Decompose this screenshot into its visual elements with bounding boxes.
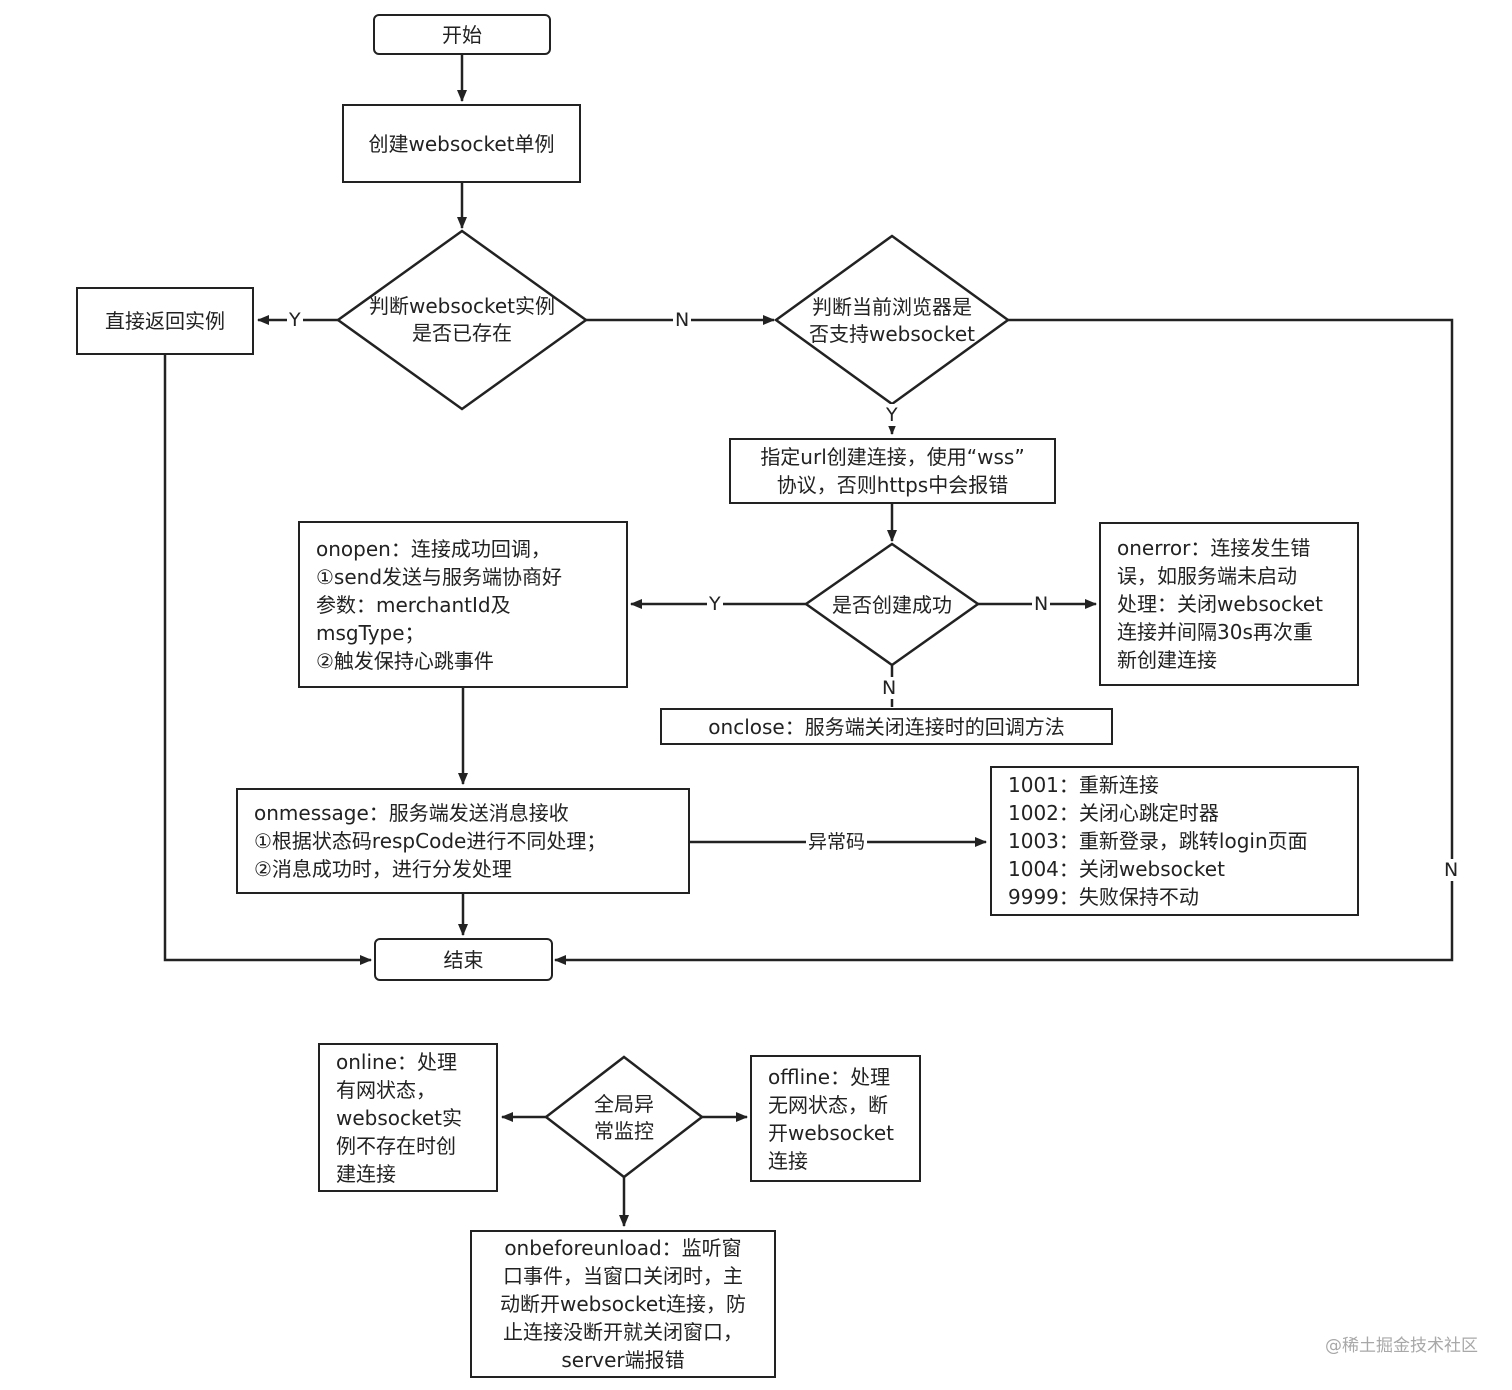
diamond-check-exists-label: 判断websocket实例 是否已存在 [368,294,556,345]
diamond-global-monitor [543,1055,705,1179]
node-start-label: 开始 [442,22,482,47]
node-return-instance-label: 直接返回实例 [105,309,225,333]
edge-label-success-close: N [880,677,899,699]
watermark: @稀土掘金技术社区 [1325,1336,1478,1356]
node-start: 开始 [373,14,551,55]
edge-label-error-code: 异常码 [806,831,868,853]
edge-label-exists-no: N [673,309,692,331]
node-online-label: online：处理 有网状态， websocket实 例不存在时创 建连接 [336,1049,463,1186]
edge-label-success-yes: Y [707,593,723,615]
node-onerror: onerror：连接发生错 误，如服务端未启动 处理：关闭websocket 连… [1099,522,1359,686]
node-create-singleton-label: 创建websocket单例 [368,131,555,156]
diamond-check-exists [335,229,589,411]
node-end: 结束 [374,938,553,981]
node-return-instance: 直接返回实例 [76,287,254,355]
node-create-singleton: 创建websocket单例 [342,104,581,183]
diamond-global-monitor-label: 全局异 常监控 [594,1092,654,1143]
node-end-label: 结束 [443,947,484,972]
diamond-check-success [803,542,981,667]
node-online: online：处理 有网状态， websocket实 例不存在时创 建连接 [318,1043,498,1192]
edge-label-support-no: N [1442,859,1461,881]
diamond-check-success-label: 是否创建成功 [832,592,952,617]
node-onbeforeunload-label: onbeforeunload：监听窗 口事件，当窗口关闭时，主 动断开webso… [499,1236,747,1372]
node-create-url-label: 指定url创建连接，使用“wss” 协议，否则https中会报错 [760,445,1025,497]
node-onbeforeunload: onbeforeunload：监听窗 口事件，当窗口关闭时，主 动断开webso… [470,1230,776,1378]
edge-support-no [554,318,1454,965]
node-onclose-label: onclose：服务端关闭连接时的回调方法 [708,714,1065,739]
diamond-check-support-label: 判断当前浏览器是 否支持websocket [808,295,976,346]
node-offline: offline：处理 无网状态，断 开websocket 连接 [750,1055,921,1182]
node-onopen-label: onopen：连接成功回调， ①send发送与服务端协商好 参数：merchan… [316,536,563,673]
node-onclose: onclose：服务端关闭连接时的回调方法 [660,708,1113,745]
node-onerror-label: onerror：连接发生错 误，如服务端未启动 处理：关闭websocket 连… [1117,536,1324,672]
edge-label-success-no: N [1032,593,1051,615]
node-onopen: onopen：连接成功回调， ①send发送与服务端协商好 参数：merchan… [298,521,628,688]
edge-return-end [163,355,372,965]
node-offline-label: offline：处理 无网状态，断 开websocket 连接 [768,1064,895,1173]
node-codes-label: 1001：重新连接 1002：关闭心跳定时器 1003：重新登录，跳转login… [1008,773,1308,909]
edge-label-exists-yes: Y [287,309,303,331]
node-onmessage: onmessage：服务端发送消息接收 ①根据状态码respCode进行不同处理… [236,788,690,894]
node-create-url: 指定url创建连接，使用“wss” 协议，否则https中会报错 [729,438,1056,504]
node-onmessage-label: onmessage：服务端发送消息接收 ①根据状态码respCode进行不同处理… [254,801,607,881]
edge-label-support-yes: Y [884,404,900,426]
node-codes: 1001：重新连接 1002：关闭心跳定时器 1003：重新登录，跳转login… [990,766,1359,916]
